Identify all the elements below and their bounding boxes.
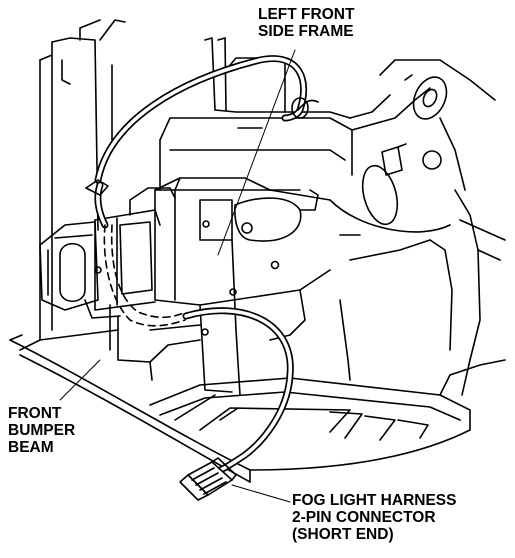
front-side-frame xyxy=(154,177,331,396)
label-line: (SHORT END) xyxy=(292,526,394,543)
label-line: FRONT xyxy=(8,405,62,422)
label-fog-light-connector: FOG LIGHT HARNESS 2-PIN CONNECTOR (SHORT… xyxy=(292,492,456,543)
label-line: FOG LIGHT HARNESS xyxy=(292,492,457,509)
harness-clip-ring xyxy=(291,97,309,119)
label-line: 2-PIN CONNECTOR xyxy=(292,509,436,526)
label-front-bumper-beam: FRONT BUMPER BEAM xyxy=(8,405,75,456)
front-bumper-beam xyxy=(39,187,201,381)
label-line: SIDE FRAME xyxy=(258,23,354,40)
upper-frame xyxy=(159,37,391,191)
label-line: BUMPER xyxy=(8,422,76,439)
lower-splash-shield xyxy=(9,334,506,483)
fog-light-connector xyxy=(179,457,237,501)
label-line: LEFT FRONT xyxy=(258,6,355,23)
fender-apron xyxy=(329,59,506,396)
leader-lines xyxy=(59,49,296,503)
leader-side-frame xyxy=(217,49,296,256)
label-line: BEAM xyxy=(8,439,54,456)
fog-light-harness xyxy=(85,55,319,476)
leader-bumper-beam xyxy=(59,359,101,401)
leader-connector xyxy=(231,484,291,503)
label-left-front-side-frame: LEFT FRONT SIDE FRAME xyxy=(258,6,354,40)
